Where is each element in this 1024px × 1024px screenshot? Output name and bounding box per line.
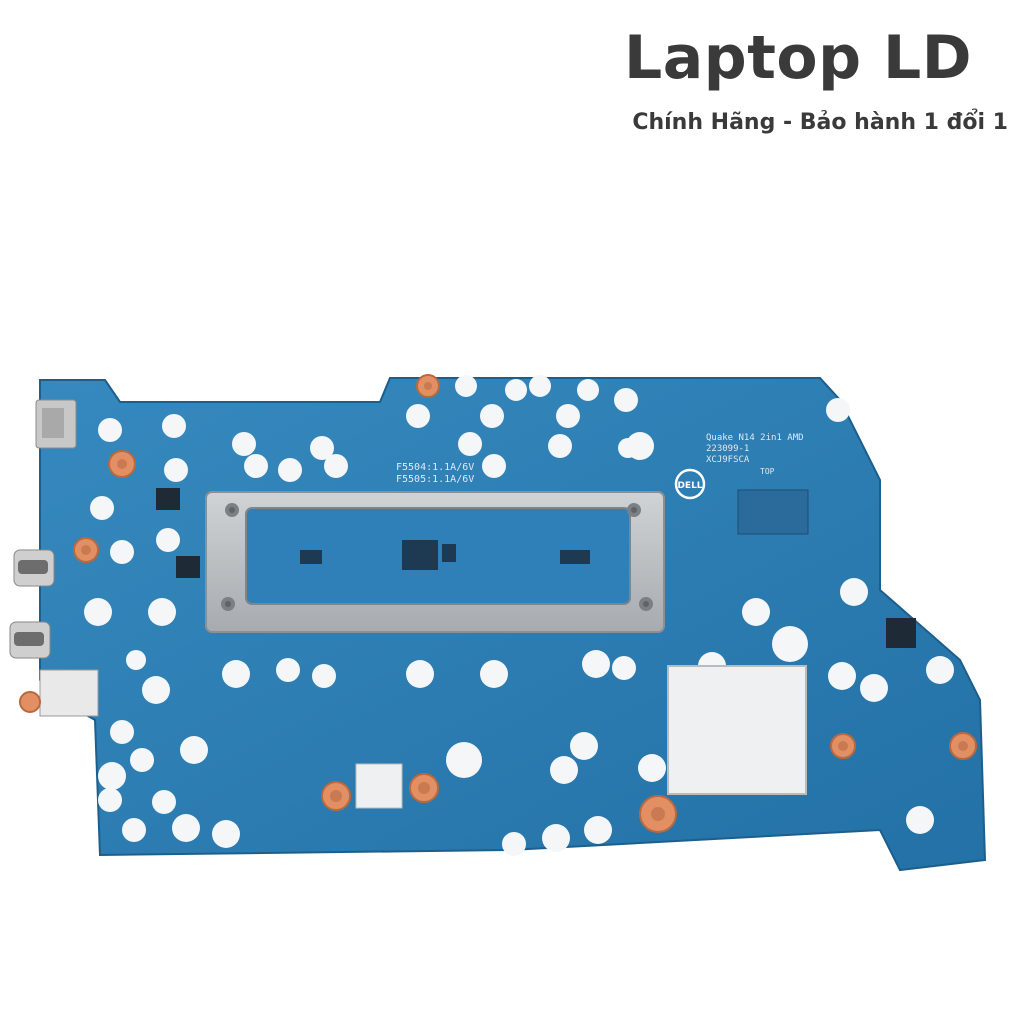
rf-shield: [667, 665, 807, 795]
motherboard-illustration: F5504:1.1A/6V F5505:1.1A/6V Quake N14 2i…: [9, 374, 987, 872]
brand-tagline: Chính Hãng - Bảo hành 1 đổi 1: [632, 110, 1008, 135]
screw-pads: [19, 374, 977, 833]
fuse-label-2: F5505:1.1A/6V: [396, 474, 474, 485]
model-line-2: 223099-1: [706, 444, 749, 454]
port-stack: [9, 399, 99, 717]
top-marker: TOP: [760, 467, 775, 476]
ground-pad: [355, 763, 403, 809]
model-line-1: Quake N14 2in1 AMD: [706, 433, 804, 443]
brand-title: Laptop LD: [624, 23, 972, 93]
fuse-label-1: F5504:1.1A/6V: [396, 462, 474, 473]
motherboard-photo: F5504:1.1A/6V F5505:1.1A/6V Quake N14 2i…: [0, 360, 1024, 880]
svg-text:DELL: DELL: [677, 481, 702, 491]
model-line-3: XCJ9FSCA: [706, 455, 750, 465]
ic-chips: [156, 488, 916, 648]
dell-logo: DELL: [674, 468, 706, 500]
cpu-components: [300, 540, 590, 570]
